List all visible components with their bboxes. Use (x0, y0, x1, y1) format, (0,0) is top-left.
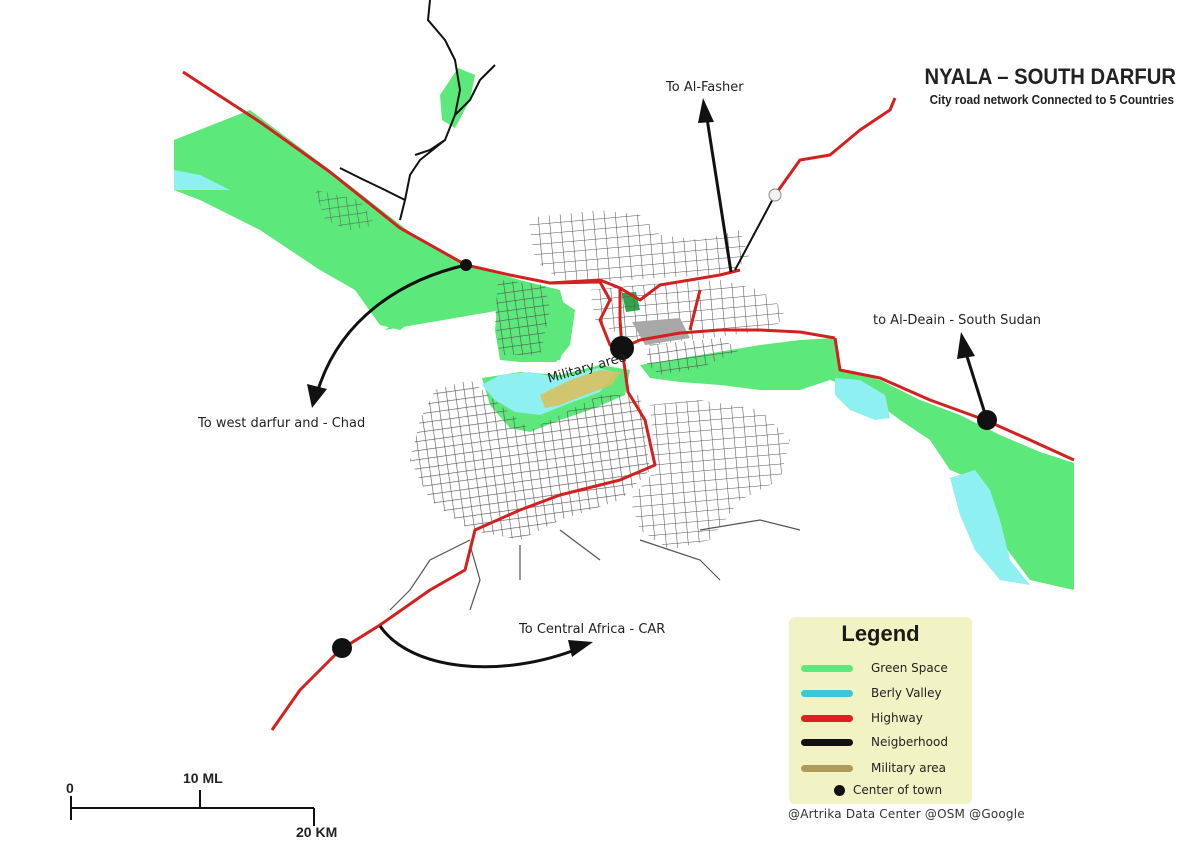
map-title: NYALA – SOUTH DARFUR (924, 64, 1176, 89)
neighborhood-north (528, 210, 750, 282)
west-junction-marker (460, 259, 472, 271)
green-space-northwest (174, 110, 570, 360)
legend-swatch-tan (801, 765, 853, 772)
legend-item-green-space: Green Space (801, 659, 966, 679)
arrow-heads (307, 98, 975, 657)
direction-arrows (316, 111, 989, 669)
legend-label: Military area (871, 761, 947, 775)
scale-bar-ticks (70, 790, 315, 826)
scale-miles-label: 10 ML (183, 770, 223, 786)
valley-west-edge (174, 170, 230, 190)
legend-center-dot-icon (834, 785, 845, 796)
arrow-northeast-link (734, 194, 776, 271)
arrow-east-shaft (963, 349, 989, 421)
data-credit: @Artrika Data Center @OSM @Google (788, 807, 1025, 821)
arrow-west-curve (316, 263, 467, 391)
label-to-central-africa: To Central Africa - CAR (519, 622, 666, 637)
arrow-south-curve (378, 625, 581, 669)
legend-swatch-green (801, 665, 853, 672)
legend-item-military: Military area (801, 759, 966, 779)
valley-far-east (950, 470, 1030, 585)
scale-zero-label: 0 (66, 780, 74, 796)
east-junction-marker (977, 410, 997, 430)
legend-swatch-red (801, 715, 853, 722)
legend-label: Neigberhood (871, 735, 948, 749)
label-to-al-fasher: To Al-Fasher (666, 80, 744, 95)
neighborhood-southwest-roads (389, 519, 801, 611)
neighborhood-west-scatter (315, 190, 375, 230)
neighborhood-east-strip (645, 338, 740, 375)
legend-label: Berly Valley (871, 686, 942, 700)
valley-east (835, 378, 890, 420)
northeast-junction-marker (768, 188, 782, 202)
arrow-south-head (568, 640, 593, 657)
legend-item-center: Center of town (801, 781, 966, 801)
legend-swatch-black (801, 739, 853, 746)
legend-panel: Legend Green Space Berly Valley Highway … (789, 617, 972, 804)
highway-east (833, 337, 1075, 462)
northern-stream-line (339, 0, 496, 221)
legend-title: Legend (841, 621, 920, 646)
neighborhood-roads-layer (315, 190, 801, 611)
neighborhood-northwest (495, 280, 550, 355)
arrow-north-shaft (704, 111, 733, 273)
neighborhood-southeast (630, 400, 790, 550)
legend-label: Green Space (871, 661, 948, 675)
legend-item-highway: Highway (801, 709, 966, 729)
south-junction-marker (332, 638, 352, 658)
junction-nodes (332, 188, 997, 658)
legend-label: Center of town (853, 783, 943, 797)
scale-km-label: 20 KM (296, 824, 338, 840)
arrow-west-head (307, 384, 327, 408)
legend-item-neighborhood: Neigberhood (801, 733, 966, 753)
legend-item-valley: Berly Valley (801, 684, 966, 704)
map-subtitle: City road network Connected to 5 Countri… (929, 92, 1174, 107)
arrow-north-head (698, 98, 714, 123)
label-to-west-darfur: To west darfur and - Chad (198, 416, 366, 431)
scale-bar (70, 790, 315, 826)
legend-swatch-blue (801, 690, 853, 697)
arrow-east-head (957, 332, 975, 359)
military-area-shape (540, 370, 620, 408)
highway-northeast (773, 97, 897, 196)
legend-label: Highway (871, 711, 923, 725)
center-of-town-marker (610, 336, 634, 360)
label-to-al-deain: to Al-Deain - South Sudan (873, 313, 1042, 328)
neighborhood-south (410, 380, 650, 540)
